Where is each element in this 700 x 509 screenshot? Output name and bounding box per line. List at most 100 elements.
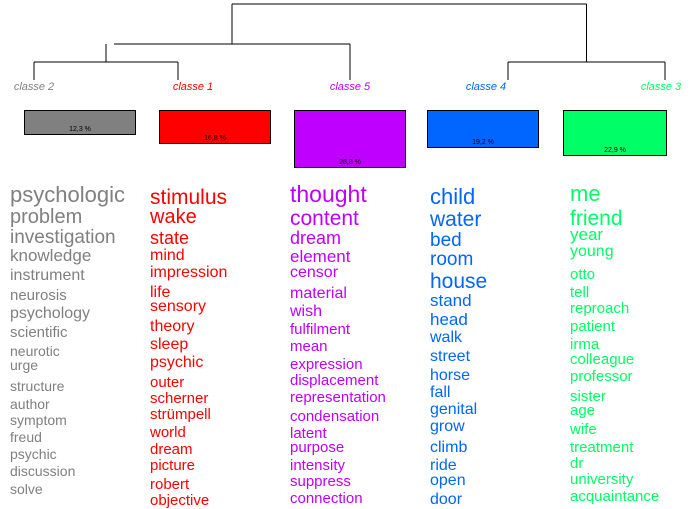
class-word: wish	[290, 303, 323, 320]
class-word: dream	[290, 228, 342, 248]
class-word: university	[570, 471, 634, 488]
class-word: psychic	[150, 354, 204, 371]
class-percent-label: 28,8 %	[339, 159, 361, 166]
class-word: representation	[290, 389, 386, 406]
class-word: psychologic	[10, 182, 125, 207]
class-word: fulfilment	[290, 321, 351, 338]
class-label: classe 1	[172, 81, 214, 93]
class-word: age	[570, 402, 596, 419]
class-word: fall	[430, 384, 451, 401]
class-word: author	[10, 396, 50, 412]
class-word: structure	[10, 378, 65, 394]
class-word: solve	[10, 481, 43, 497]
class-word: displacement	[290, 372, 379, 389]
class-word: neurotic	[10, 343, 60, 359]
class-word: horse	[430, 367, 471, 384]
class-word: open	[430, 472, 466, 489]
class-word: child	[430, 184, 476, 209]
class-word: neurosis	[10, 287, 67, 304]
class-word: water	[430, 208, 482, 231]
class-word: year	[570, 225, 604, 244]
class-percent-label: 22,9 %	[604, 147, 626, 154]
class-percent-label: 16,8 %	[204, 135, 226, 142]
class-word: professor	[570, 368, 633, 385]
class-word: house	[430, 270, 488, 293]
class-word: instrument	[10, 267, 85, 284]
class-word: treatment	[570, 439, 634, 456]
class-word: picture	[150, 457, 196, 474]
class-word: sleep	[150, 336, 189, 353]
class-word: young	[570, 243, 614, 260]
class-word: friend	[570, 207, 623, 230]
class-word: latent	[290, 425, 327, 442]
class-word: acquaintance	[570, 488, 660, 505]
class-word: connection	[290, 490, 363, 507]
class-word: material	[290, 285, 347, 302]
class-word: head	[430, 310, 468, 329]
class-word: suppress	[290, 473, 351, 490]
class-percent-bar: 12,3 %	[24, 110, 136, 135]
class-percent-bar: 19,2 %	[427, 110, 539, 148]
class-word: dream	[150, 441, 193, 458]
class-word: content	[290, 207, 359, 230]
class-word: outer	[150, 374, 185, 391]
class-word: problem	[10, 206, 83, 228]
class-word: otto	[570, 266, 596, 283]
class-word: state	[150, 228, 190, 248]
class-word: psychology	[10, 305, 91, 322]
class-percent-bar: 28,8 %	[294, 110, 406, 168]
class-word: bed	[430, 230, 462, 251]
class-word: condensation	[290, 408, 380, 425]
class-word: sensory	[150, 298, 207, 315]
class-percent-label: 19,2 %	[472, 139, 494, 146]
class-word: strümpell	[150, 406, 211, 423]
class-word: stand	[430, 291, 472, 310]
class-word: robert	[150, 476, 190, 493]
class-percent-bar: 22,9 %	[563, 110, 667, 156]
class-word: expression	[290, 356, 363, 373]
class-percent-bar: 16,8 %	[159, 110, 271, 144]
class-word: mind	[150, 247, 185, 264]
class-word: patient	[570, 318, 616, 335]
class-word: psychic	[10, 446, 57, 462]
class-percent-label: 12,3 %	[69, 126, 91, 133]
class-word: dr	[570, 455, 584, 472]
class-word: symptom	[10, 412, 67, 428]
class-word: intensity	[290, 457, 346, 474]
class-word: theory	[150, 318, 195, 335]
class-word: knowledge	[10, 246, 92, 265]
class-word: mean	[290, 338, 328, 355]
class-word: discussion	[10, 463, 76, 479]
class-word: ride	[430, 457, 457, 474]
class-word: thought	[290, 181, 367, 207]
class-word: wake	[150, 206, 197, 228]
class-word: me	[570, 181, 601, 206]
class-word: investigation	[10, 227, 116, 248]
class-word: sister	[570, 388, 606, 405]
class-word: climb	[430, 439, 468, 456]
class-word: scherner	[150, 390, 209, 407]
class-word: door	[430, 491, 463, 508]
class-word: genital	[430, 401, 478, 418]
class-label: classe 5	[329, 81, 371, 93]
class-label: classe 4	[465, 81, 507, 93]
dendrogram	[33, 3, 666, 80]
class-word: walk	[430, 329, 463, 346]
class-word: colleague	[570, 351, 635, 368]
class-word: irma	[570, 336, 600, 353]
class-word: freud	[10, 429, 42, 445]
class-word: life	[150, 284, 171, 301]
class-word: grow	[430, 418, 465, 435]
class-word: censor	[290, 264, 339, 281]
class-word: objective	[150, 492, 210, 509]
class-word: room	[430, 249, 474, 270]
class-word: impression	[150, 264, 228, 281]
class-word: wife	[570, 421, 597, 438]
class-label: classe 3	[640, 81, 682, 93]
class-word: street	[430, 348, 471, 365]
class-word: tell	[570, 284, 590, 301]
class-label: classe 2	[13, 81, 55, 93]
class-word: world	[150, 424, 186, 441]
class-word: purpose	[290, 439, 345, 456]
class-word: urge	[10, 357, 39, 373]
